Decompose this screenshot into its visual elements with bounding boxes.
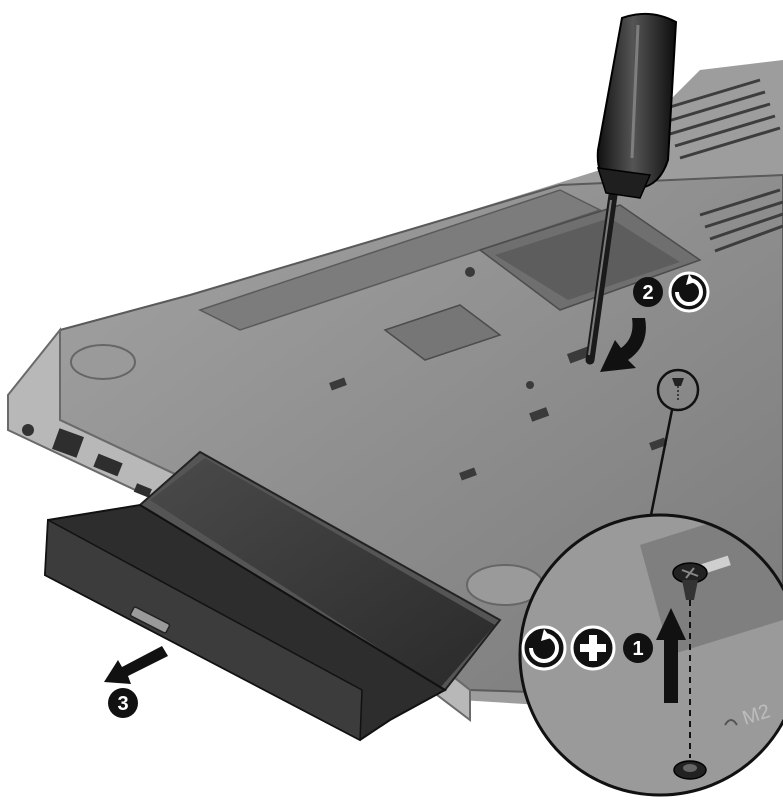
rotate-counterclockwise-icon: [521, 625, 567, 671]
screwdriver-icon: [585, 12, 678, 365]
rotate-counterclockwise-icon: [668, 271, 710, 313]
rubber-foot: [70, 344, 136, 380]
svg-text:3: 3: [117, 693, 128, 715]
audio-jack: [22, 424, 34, 436]
step-3-badge: 3: [108, 688, 138, 718]
phillips-screw-icon: [570, 625, 616, 671]
rotate-direction-arrow-icon: [600, 318, 646, 372]
vent-grille: [659, 78, 783, 253]
drive-eject-arrow-icon: [104, 646, 168, 684]
ethernet-port: [52, 428, 84, 458]
step-2-badge: 2: [633, 277, 663, 307]
optical-drive: [43, 450, 502, 742]
screw-location-marker: [648, 368, 700, 521]
up-arrow-icon: [656, 608, 686, 703]
eject-button-slot: [129, 606, 171, 634]
step-1-badge: 1: [623, 633, 653, 663]
svg-text:1: 1: [632, 638, 643, 660]
svg-text:2: 2: [642, 282, 653, 304]
phillips-screw: [672, 562, 708, 780]
usb-port: [133, 483, 152, 498]
vga-port: [93, 453, 123, 477]
